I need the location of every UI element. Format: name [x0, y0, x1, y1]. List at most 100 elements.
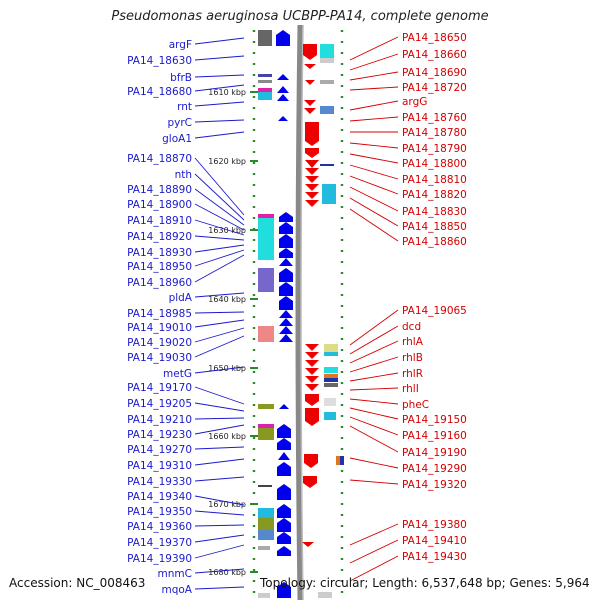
- reverse-gene-arrow: [305, 360, 319, 367]
- right-leader-line: [349, 309, 399, 346]
- kbp-tick-bg: [198, 155, 246, 166]
- right-gene-label: PA14_18780: [402, 127, 467, 139]
- right-gene-label: PA14_19430: [402, 551, 467, 563]
- left-leader-line: [194, 173, 245, 221]
- forward-gene-arrow: [278, 452, 290, 460]
- right-gene-label: PA14_19320: [402, 479, 467, 491]
- forward-features: [258, 30, 274, 598]
- right-leader-line: [349, 407, 399, 420]
- feature-block: [258, 214, 274, 218]
- left-gene-label: PA14_18920: [127, 231, 192, 243]
- right-gene-label: PA14_19065: [402, 305, 467, 317]
- right-gene-label: PA14_18830: [402, 206, 467, 218]
- left-leader-line: [194, 417, 245, 420]
- right-leader-line: [349, 116, 399, 122]
- forward-gene-arrow: [279, 404, 289, 409]
- right-gene-label: PA14_18690: [402, 67, 467, 79]
- reverse-gene-arrow: [305, 176, 319, 183]
- left-gene-label: PA14_19370: [127, 537, 192, 549]
- feature-block: [258, 268, 274, 292]
- left-leader-line: [194, 203, 245, 231]
- feature-block: [320, 80, 334, 84]
- right-leader-line: [349, 457, 399, 469]
- left-gene-label: PA14_18890: [127, 184, 192, 196]
- kbp-tick-label: 1610 kbp: [208, 88, 246, 97]
- right-leader-line: [349, 53, 399, 71]
- reverse-gene-arrow: [305, 192, 319, 199]
- right-gene-label: PA14_19190: [402, 447, 467, 459]
- left-leader-line: [194, 534, 245, 543]
- right-leader-line: [349, 387, 399, 391]
- feature-block: [258, 404, 274, 409]
- feature-block: [258, 326, 274, 342]
- reverse-gene-arrow: [305, 408, 319, 426]
- right-gene-label: rhlI: [402, 383, 419, 395]
- feature-block: [320, 106, 334, 114]
- right-gene-label: PA14_18720: [402, 82, 467, 94]
- forward-gene-arrow: [277, 438, 291, 450]
- feature-block: [324, 374, 338, 378]
- right-gene-label: PA14_18650: [402, 32, 467, 44]
- left-gene-label: mqoA: [161, 584, 192, 596]
- forward-gene-arrow: [277, 504, 291, 518]
- right-gene-label: dcd: [402, 321, 421, 333]
- feature-block: [320, 164, 334, 166]
- forward-gene-arrow: [279, 222, 293, 234]
- feature-block: [258, 74, 272, 77]
- left-leader-line: [194, 292, 245, 298]
- right-leader-line: [349, 186, 399, 212]
- kbp-tick-label: 1660 kbp: [208, 432, 246, 441]
- kbp-tick-bg: [198, 224, 246, 235]
- feature-block: [258, 518, 274, 530]
- left-leader-line: [194, 119, 245, 123]
- kbp-tick-bg: [198, 362, 246, 373]
- left-leader-line: [194, 327, 245, 343]
- left-leader-line: [194, 495, 245, 506]
- feature-block: [258, 428, 274, 440]
- forward-gene-arrow: [279, 310, 293, 318]
- left-gene-label: pyrC: [167, 117, 192, 129]
- kbp-tick-label: 1650 kbp: [208, 364, 246, 373]
- left-gene-labels: argFPA14_18630bfrBPA14_18680rntpyrCgloA1…: [127, 39, 193, 596]
- reverse-gene-arrow: [305, 184, 319, 191]
- left-leader-line: [194, 586, 245, 590]
- left-leader-line: [194, 424, 245, 435]
- left-gene-label: PA14_19390: [127, 553, 192, 565]
- left-leader-line: [194, 131, 245, 139]
- reverse-arrows: [302, 44, 319, 547]
- right-leader-line: [349, 36, 399, 61]
- right-leader-line: [349, 197, 399, 227]
- reverse-gene-arrow: [304, 108, 316, 114]
- left-gene-label: PA14_19330: [127, 476, 192, 488]
- feature-block: [258, 218, 274, 260]
- left-gene-label: PA14_18930: [127, 247, 192, 259]
- reverse-gene-arrow: [305, 148, 319, 158]
- forward-gene-arrow: [279, 282, 293, 296]
- left-gene-label: pldA: [169, 292, 193, 304]
- left-gene-label: PA14_18985: [127, 308, 192, 320]
- left-gene-label: metG: [163, 368, 192, 380]
- right-gene-label: PA14_18810: [402, 174, 467, 186]
- right-gene-label: PA14_19150: [402, 414, 467, 426]
- right-leader-line: [349, 175, 399, 195]
- kbp-tick-bg: [198, 498, 246, 509]
- accession-text: Accession: NC_008463: [9, 576, 146, 590]
- forward-gene-arrow: [277, 86, 289, 93]
- forward-arrows: [276, 30, 293, 598]
- left-gene-label: PA14_18870: [127, 153, 192, 165]
- reverse-gene-arrow: [305, 168, 319, 175]
- left-gene-label: PA14_19030: [127, 352, 192, 364]
- right-gene-label: PA14_19410: [402, 535, 467, 547]
- right-gene-label: PA14_18790: [402, 143, 467, 155]
- kbp-tick-bg: [198, 430, 246, 441]
- feature-block: [258, 92, 272, 100]
- kbp-tick-label: 1630 kbp: [208, 226, 246, 235]
- right-gene-label: PA14_18820: [402, 189, 467, 201]
- right-leader-line: [349, 555, 399, 582]
- forward-gene-arrow: [279, 296, 293, 310]
- right-leader-line: [349, 86, 399, 91]
- feature-block: [258, 80, 272, 83]
- right-leader-line: [349, 142, 399, 149]
- right-gene-label: rhlA: [402, 336, 424, 348]
